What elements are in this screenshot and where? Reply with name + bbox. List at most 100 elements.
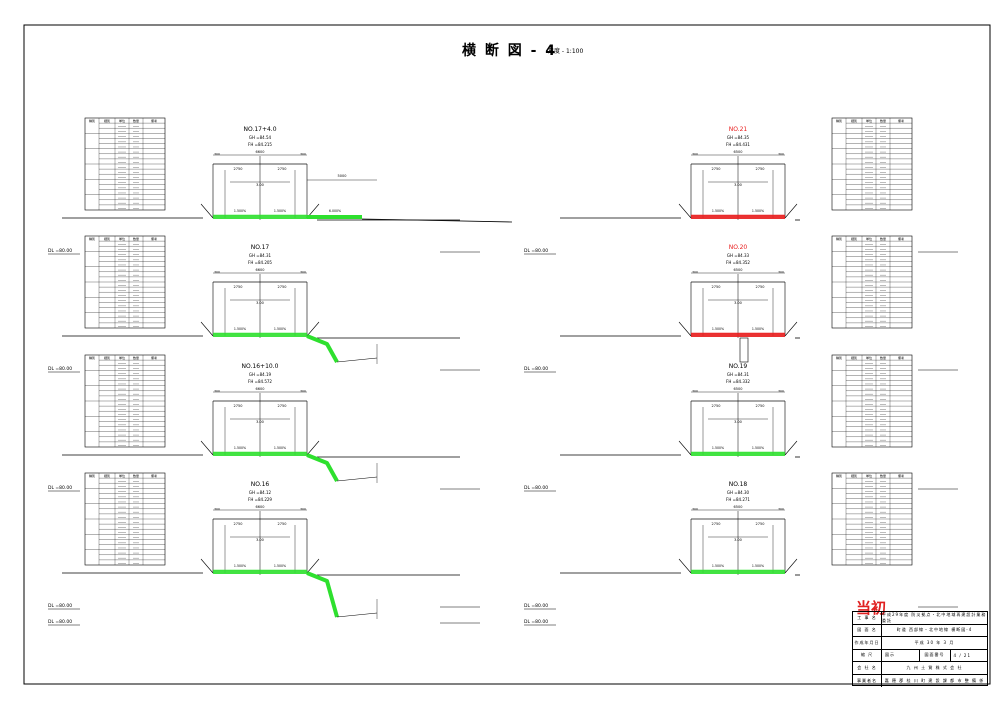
section-no-17-4-0-fh: FH =84.215 (248, 142, 272, 147)
section-no-19-qty-table-header: 種別 (836, 355, 842, 360)
section-no-19-dim-lane-left: 2750 (712, 404, 721, 408)
section-no-16-10-0-slope-right (306, 440, 320, 456)
section-no-18-label: NO.18 (729, 481, 748, 488)
section-no-17-4-0-grade-extra: 6.000% (329, 209, 341, 213)
section-no-21-dim-edge-left: 300 (692, 152, 698, 156)
section-no-21-pavement (691, 215, 785, 219)
section-no-16-dim-edge-right: 300 (300, 507, 306, 511)
section-no-18-gh: GH =84.30 (727, 490, 750, 495)
section-no-17-4-0-qty-table-header: 細別 (104, 118, 110, 123)
section-no-19-grade-left: 1.500% (712, 446, 724, 450)
section-no-21-qty-table-header: 数量 (880, 118, 886, 123)
section-no-19-qty-table-header: 数量 (880, 355, 886, 360)
section-no-17-qty-table-header: 備考 (151, 236, 157, 241)
section-no-17-4-0-dim-total-text: 6600 (256, 150, 265, 154)
section-no-19-dim-crown: 3.00 (734, 420, 742, 424)
section-no-16-10-0-qty-table-header: 種別 (89, 355, 95, 360)
section-no-21-dim-total-text: 6500 (734, 150, 743, 154)
section-no-18-qty-table-header: 備考 (898, 473, 904, 478)
section-no-16-10-0-dim-edge-right: 300 (300, 389, 306, 393)
section-no-21-slope-right (784, 203, 798, 219)
section-no-16-dim-lane-right: 2750 (278, 522, 287, 526)
section-no-21-grade-right: 1.500% (752, 209, 764, 213)
title-block-row-client: 事業者名 嘉 穂 郡 桂 川 町 建 設 課 都 市 整 備 係 (853, 674, 987, 687)
section-no-20-slope-right (784, 321, 798, 337)
section-no-19-dim-edge-right: 300 (778, 389, 784, 393)
section-no-16-datum: DL =80.00 (48, 603, 72, 609)
section-no-19-slope-right (784, 440, 798, 456)
section-no-20-fh: FH =84.352 (726, 260, 750, 265)
section-no-16-dim-total-text: 6600 (256, 505, 265, 509)
section-no-16-10-0-pavement (213, 452, 307, 456)
title-block-row-date: 作成年月日 平成 30 年 3 月 (853, 637, 987, 650)
section-no-20-qty-table-header: 単位 (866, 236, 872, 241)
section-no-21-qty-table-header: 単位 (866, 118, 872, 123)
section-no-19-qty-table-header: 細別 (851, 355, 857, 360)
section-no-17-slope-right (306, 321, 320, 337)
section-no-17-slope-left (200, 321, 214, 337)
section-no-17-fh: FH =84.205 (248, 260, 272, 265)
section-no-16-10-0-label: NO.16+10.0 (242, 363, 279, 370)
section-no-20-qty-table-header: 数量 (880, 236, 886, 241)
section-no-21-dim-crown: 3.00 (734, 183, 742, 187)
section-no-18-qty-table-header: 単位 (866, 473, 872, 478)
initial-stamp: 当初 (856, 599, 887, 617)
section-no-17-4-0-dim-lane-right: 2750 (278, 167, 287, 171)
section-no-21-grade-left: 1.500% (712, 209, 724, 213)
section-no-21-fh: FH =84.431 (726, 142, 750, 147)
section-no-16-10-0-gh: GH =84.19 (249, 372, 272, 377)
section-no-16-10-0-fh: FH =84.572 (248, 379, 272, 384)
section-no-18-dim-crown: 3.00 (734, 538, 742, 542)
section-no-17-dim-lane-left: 2750 (234, 285, 243, 289)
section-no-21-gh: GH =84.35 (727, 135, 750, 140)
section-no-18-slope-left (678, 558, 692, 574)
section-no-21-slope-left (678, 203, 692, 219)
section-no-17-stepped-wall (306, 334, 339, 363)
section-no-17-qty-table-header: 細別 (104, 236, 110, 241)
section-no-19-pavement (691, 452, 785, 456)
section-no-19-datum: DL =80.00 (524, 485, 548, 491)
section-no-17-4-0-slope-left (200, 203, 214, 219)
section-no-17-dim-crown: 3.00 (256, 301, 264, 305)
section-no-17-datum: DL =80.00 (48, 366, 72, 372)
section-no-19-label: NO.19 (729, 363, 748, 370)
section-no-20-qty-table-header: 備考 (898, 236, 904, 241)
section-no-18-qty-table-header: 細別 (851, 473, 857, 478)
section-no-16-qty-table-header: 単位 (119, 473, 125, 478)
section-no-21-qty-table-header: 種別 (836, 118, 842, 123)
section-no-17-4-0-qty-table-header: 単位 (119, 118, 125, 123)
section-no-16-dim-edge-left: 300 (214, 507, 220, 511)
section-no-21-dim-lane-left: 2750 (712, 167, 721, 171)
section-no-21-datum: DL =80.00 (524, 248, 548, 254)
section-no-18-qty-table-header: 数量 (880, 473, 886, 478)
title-block-row-project: 工 事 名 平成29年度 防災拠点・北中地域再建設計業務委託 (853, 612, 987, 625)
section-no-17-label: NO.17 (251, 244, 270, 251)
section-no-16-grade-left: 1.500% (234, 564, 246, 568)
section-no-19-dim-edge-left: 300 (692, 389, 698, 393)
section-no-20-label: NO.20 (729, 244, 748, 251)
section-no-21-dim-lane-right: 2750 (756, 167, 765, 171)
section-no-16-10-0-qty-table-header: 数量 (133, 355, 139, 360)
title-block-row-company: 会 社 名 九 州 土 質 株 式 会 社 (853, 662, 987, 675)
section-no-17-dim-edge-left: 300 (214, 270, 220, 274)
section-no-16-qty-table-header: 種別 (89, 473, 95, 478)
drawing-title: 横 断 図 - 4 (462, 43, 558, 59)
section-no-16-10-0-slope-left (200, 440, 214, 456)
section-no-16-label: NO.16 (251, 481, 270, 488)
section-no-21-qty-table-header: 備考 (898, 118, 904, 123)
section-no-17-dim-lane-right: 2750 (278, 285, 287, 289)
section-no-17-4-0-qty-table-header: 備考 (151, 118, 157, 123)
section-no-16-qty-table-header: 数量 (133, 473, 139, 478)
section-no-16-dim-crown: 3.00 (256, 538, 264, 542)
section-no-17-4-0-grade-right: 1.500% (274, 209, 286, 213)
section-no-20-slope-left (678, 321, 692, 337)
title-block-row-scale: 縮 尺 図示 図面番号 4 / 21 (853, 649, 987, 662)
section-no-16-10-0-grade-right: 1.500% (274, 446, 286, 450)
section-no-19-gh: GH =84.31 (727, 372, 750, 377)
section-no-20-grade-right: 1.500% (752, 327, 764, 331)
section-no-17-4-0-dim-lane-left: 2750 (234, 167, 243, 171)
section-no-16-gh: GH =84.12 (249, 490, 272, 495)
section-no-20-dim-lane-left: 2750 (712, 285, 721, 289)
section-no-18-dim-total-text: 6500 (734, 505, 743, 509)
